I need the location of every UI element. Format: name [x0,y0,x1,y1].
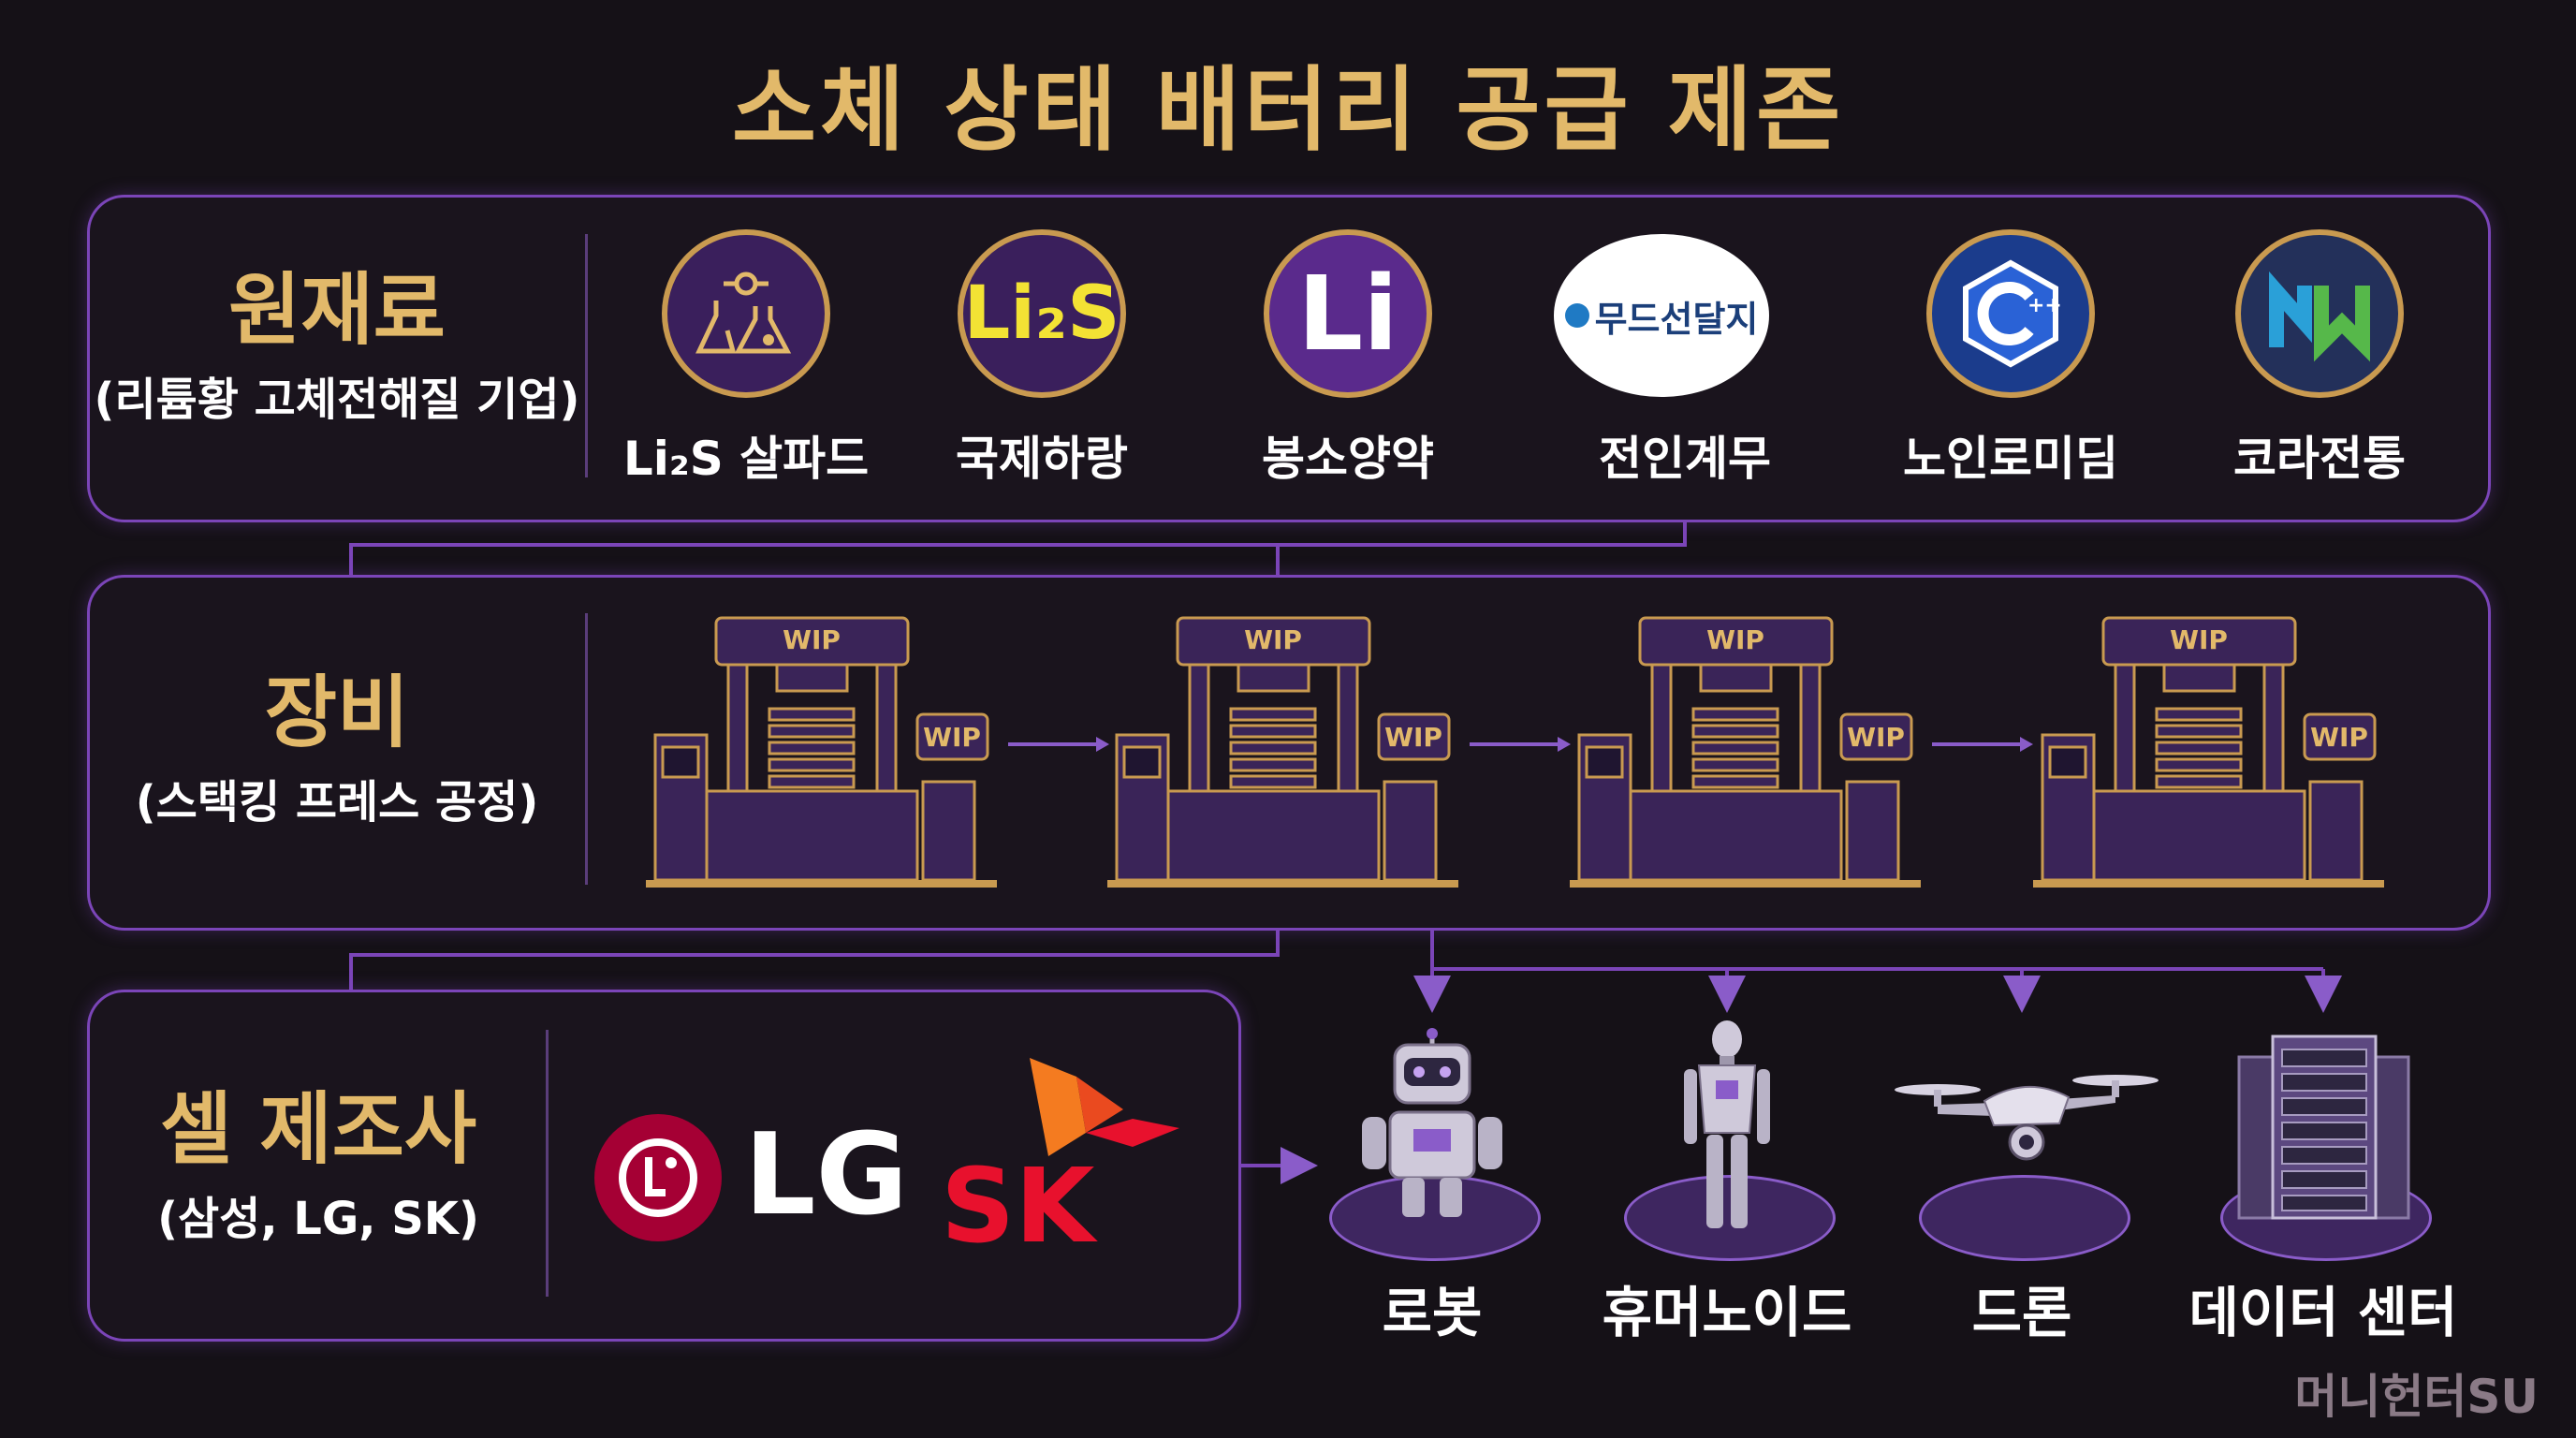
equipment-title: 장비 [264,667,410,758]
raw-material-name-3: 봉소양약 [1262,432,1434,486]
equipment-divider [585,613,588,885]
process-arrow [1470,737,1571,752]
process-arrow [1008,737,1109,752]
raw-materials-subtitle: (리튬황 고체전해질 기업) [94,374,580,427]
nw-logo-icon [2235,229,2404,398]
press-machine: WIP WIP [1107,616,1458,888]
wip-label: WIP [2170,624,2228,655]
application-label-humanoid: 휴머노이드 [1602,1281,1852,1344]
wip-label: WIP [1244,624,1302,655]
wip-label: WIP [1847,722,1905,753]
process-arrow [1932,737,2033,752]
wip-label: WIP [1706,624,1764,655]
wip-label: WIP [783,624,841,655]
raw-materials-title: 원재료 [228,264,446,356]
moodeu-logo: 무드선달지 [1554,234,1769,397]
svg-text:++: ++ [2027,294,2062,317]
watermark: 머니헌터SU [2294,1370,2539,1424]
page-title: 소체 상태 배터리 공급 제존 [731,57,1845,164]
li-logo: Li [1264,229,1432,398]
application-label-datacenter: 데이터 센터 [2188,1281,2458,1344]
sk-logo-text: SK [941,1146,1095,1266]
drone-icon [1895,1075,2159,1161]
application-label-robot: 로봇 [1382,1281,1483,1344]
humanoid-platform [1624,1175,1836,1261]
c-plus-plus-icon: ++ [1926,229,2095,398]
li2s-logo: Li₂S [958,229,1126,398]
cell-makers-subtitle: (삼성, LG, SK) [157,1193,479,1246]
moodeu-logo-mark [1564,303,1589,328]
application-label-drone: 드론 [1971,1281,2072,1344]
raw-material-name-6: 코라전통 [2233,432,2406,486]
moodeu-logo-text: 무드선달지 [1594,298,1759,340]
raw-materials-divider [585,234,588,477]
equipment-label: 장비 (스택킹 프레스 공정) [94,669,580,830]
li2s-logo-text: Li₂S [963,271,1120,356]
robot-icon [1362,1028,1502,1217]
press-machine: WIP WIP [2033,616,2384,888]
press-machine: WIP WIP [646,616,997,888]
cell-makers-divider [546,1030,549,1297]
server-rack-icon [2237,1034,2410,1220]
wip-label: WIP [923,722,981,753]
cell-makers-title: 셀 제조사 [159,1083,477,1175]
equipment-subtitle: (스택킹 프레스 공정) [135,776,539,829]
raw-material-name-5: 노인로미딤 [1903,432,2118,486]
lg-logo-text: LG [744,1110,908,1240]
wip-label: WIP [1384,722,1442,753]
wip-label: WIP [2310,722,2368,753]
robot-platform [1329,1175,1541,1261]
raw-material-name-1: Li₂S 살파드 [622,432,870,486]
cell-makers-label: 셀 제조사 (삼성, LG, SK) [94,1086,543,1247]
humanoid-icon [1684,1020,1770,1228]
lg-logo-mark [594,1114,722,1241]
raw-materials-label: 원재료 (리튬황 고체전해질 기업) [94,267,580,428]
press-machine: WIP WIP [1570,616,1921,888]
flask-gear-icon [662,229,830,398]
raw-material-name-4: 전인계무 [1599,432,1771,486]
li-logo-text: Li [1297,254,1398,374]
raw-material-name-2: 국제하랑 [956,432,1128,486]
drone-platform [1919,1175,2130,1261]
sk-butterfly-icon [1030,1058,1179,1156]
